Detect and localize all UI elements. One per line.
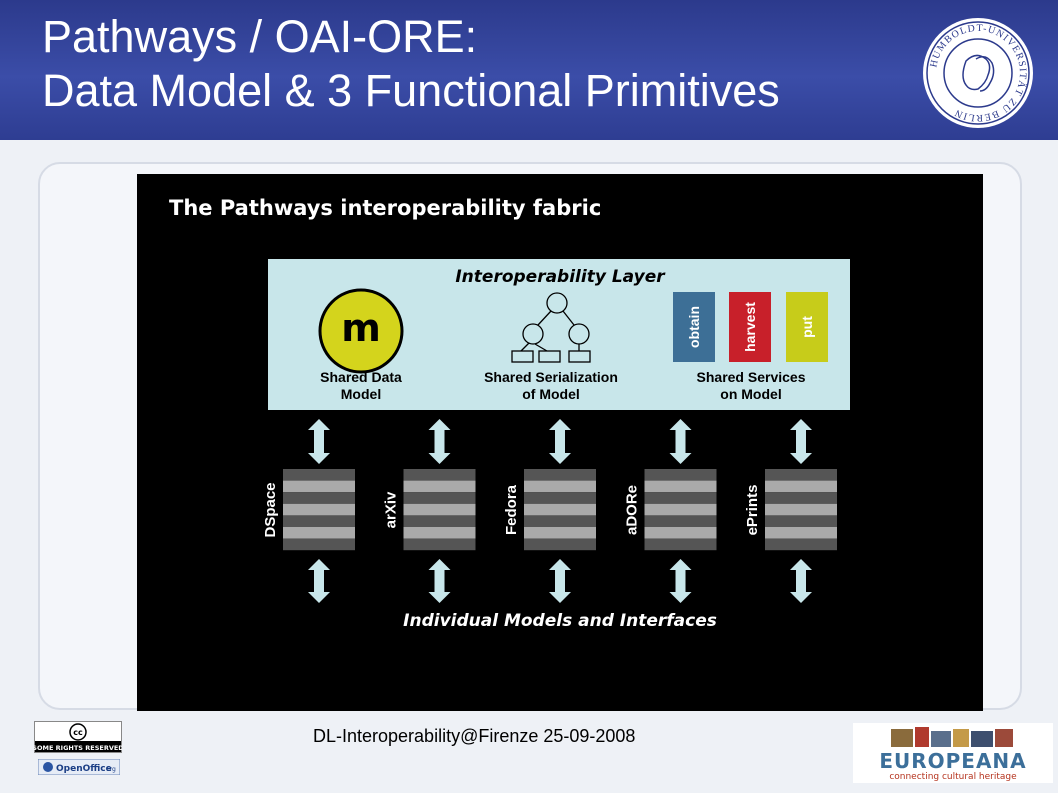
arrow-up-4 bbox=[790, 419, 812, 464]
model-letter: m bbox=[341, 306, 381, 350]
service-harvest-box bbox=[729, 292, 771, 362]
bottom-label: Individual Models and Interfaces bbox=[403, 611, 717, 631]
service-put-label: put bbox=[799, 316, 815, 338]
creative-commons-badge[interactable]: cc SOME RIGHTS RESERVED bbox=[34, 721, 122, 753]
model-caption-2: Model bbox=[341, 386, 381, 402]
services-group: obtain harvest put bbox=[673, 292, 828, 362]
diagram-heading: The Pathways interoperability fabric bbox=[169, 196, 601, 220]
title-line-1: Pathways / OAI-ORE: bbox=[42, 11, 478, 62]
openoffice-label: OpenOffice bbox=[56, 764, 112, 774]
pathways-diagram: The Pathways interoperability fabric Int… bbox=[137, 174, 983, 711]
repository-label-2: Fedora bbox=[503, 484, 520, 535]
stack-band bbox=[283, 538, 355, 551]
openoffice-badge[interactable]: OpenOffice org bbox=[38, 759, 120, 775]
title-line-2: Data Model & 3 Functional Primitives bbox=[42, 65, 780, 116]
arrow-up-3 bbox=[669, 419, 692, 464]
stack-band bbox=[524, 469, 596, 481]
slide-header: Pathways / OAI-ORE: Data Model & 3 Funct… bbox=[0, 0, 1058, 140]
university-seal-logo: HUMBOLDT-UNIVERSITÄT ZU BERLIN bbox=[923, 18, 1033, 128]
stack-band bbox=[644, 480, 717, 493]
service-harvest-label: harvest bbox=[742, 302, 758, 352]
cc-label: SOME RIGHTS RESERVED bbox=[34, 744, 122, 752]
stack-band bbox=[524, 538, 596, 551]
stack-band bbox=[283, 492, 355, 504]
stack-band bbox=[644, 538, 717, 551]
repository-label-0: DSpace bbox=[262, 482, 279, 537]
stack-band bbox=[765, 515, 837, 527]
arrow-down-1 bbox=[428, 559, 451, 603]
stack-band bbox=[644, 515, 717, 527]
service-obtain-label: obtain bbox=[686, 306, 702, 348]
openoffice-suffix: org bbox=[106, 766, 116, 773]
stack-band bbox=[283, 527, 355, 539]
stack-band bbox=[765, 538, 837, 551]
stack-band bbox=[765, 503, 837, 516]
stack-band bbox=[644, 492, 717, 504]
arrow-up-2 bbox=[549, 419, 571, 464]
service-put-box bbox=[786, 292, 828, 362]
data-model-icon bbox=[318, 288, 404, 374]
stack-band bbox=[283, 503, 355, 516]
arrow-down-3 bbox=[669, 559, 692, 603]
europeana-logo[interactable]: EUROPEANA connecting cultural heritage bbox=[853, 723, 1053, 783]
stack-band bbox=[403, 527, 476, 539]
stack-band bbox=[524, 480, 596, 493]
repository-stack-0 bbox=[283, 469, 355, 551]
cc-icon-text: cc bbox=[73, 728, 83, 737]
stack-band bbox=[765, 469, 837, 481]
stack-band bbox=[283, 515, 355, 527]
stack-band bbox=[283, 480, 355, 493]
stack-band bbox=[524, 503, 596, 516]
stack-band bbox=[644, 469, 717, 481]
stack-band bbox=[524, 492, 596, 504]
stack-band bbox=[765, 480, 837, 493]
arrow-down-4 bbox=[790, 559, 812, 603]
arrow-up-0 bbox=[308, 419, 330, 464]
repository-label-1: arXiv bbox=[383, 491, 400, 528]
stack-band bbox=[283, 469, 355, 481]
stack-band bbox=[765, 527, 837, 539]
stack-band bbox=[765, 492, 837, 504]
services-caption-1: Shared Services bbox=[697, 369, 806, 385]
stack-band bbox=[644, 527, 717, 539]
repository-stack-1 bbox=[403, 469, 476, 551]
serialization-tree-icon bbox=[511, 292, 591, 363]
openoffice-gull-icon bbox=[43, 762, 53, 772]
cc-icon bbox=[69, 723, 87, 741]
stack-band bbox=[403, 492, 476, 504]
serialization-caption-2: of Model bbox=[522, 386, 580, 402]
stack-band bbox=[644, 503, 717, 516]
slide-title: Pathways / OAI-ORE: Data Model & 3 Funct… bbox=[42, 10, 780, 118]
repositories-group: DSpace arXiv Fedora aDORe ePrints bbox=[262, 419, 837, 603]
repository-label-3: aDORe bbox=[624, 485, 641, 535]
serialization-caption-1: Shared Serialization bbox=[484, 369, 618, 385]
stack-band bbox=[524, 527, 596, 539]
services-caption-2: on Model bbox=[720, 386, 781, 402]
europeana-name: EUROPEANA bbox=[879, 749, 1026, 773]
stack-band bbox=[403, 503, 476, 516]
stack-band bbox=[403, 480, 476, 493]
arrow-down-2 bbox=[549, 559, 571, 603]
stack-band bbox=[403, 469, 476, 481]
stack-band bbox=[524, 515, 596, 527]
repository-stack-4 bbox=[765, 469, 837, 551]
repository-stack-3 bbox=[644, 469, 717, 551]
arrow-up-1 bbox=[428, 419, 451, 464]
service-obtain-box bbox=[673, 292, 715, 362]
model-caption-1: Shared Data bbox=[320, 369, 402, 385]
stack-band bbox=[403, 538, 476, 551]
footer-text: DL-Interoperability@Firenze 25-09-2008 bbox=[313, 726, 636, 746]
arrow-down-0 bbox=[308, 559, 330, 603]
repository-label-4: ePrints bbox=[744, 485, 761, 536]
europeana-tagline: connecting cultural heritage bbox=[889, 772, 1017, 782]
layer-title: Interoperability Layer bbox=[455, 267, 666, 287]
stack-band bbox=[403, 515, 476, 527]
repository-stack-2 bbox=[524, 469, 596, 551]
